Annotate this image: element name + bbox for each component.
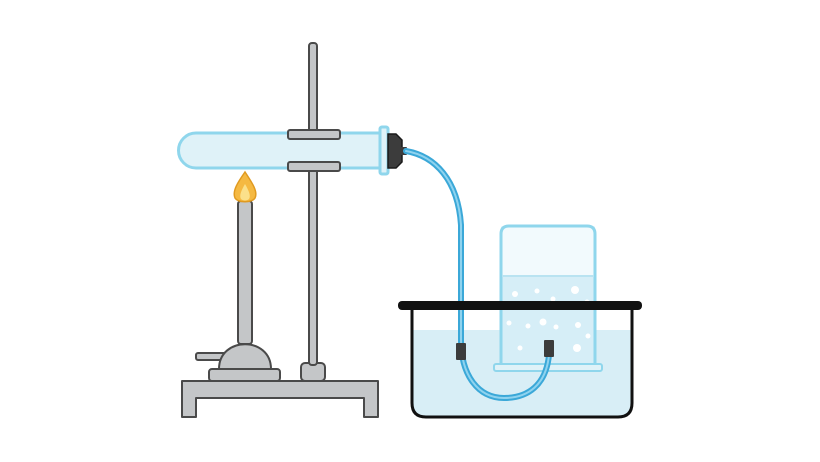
burner-dome [218, 343, 272, 370]
retort-stand [181, 42, 379, 418]
delivery-tube-connector-right [544, 340, 554, 357]
burner-base-plate [208, 368, 281, 382]
clamp [287, 129, 341, 172]
bunsen-burner [195, 200, 281, 382]
gas-jar-gas-space [501, 226, 595, 276]
delivery-tube [403, 148, 554, 402]
retort-stand-base [181, 380, 379, 418]
retort-stand-rod [308, 42, 318, 366]
delivery-tube-highlight [405, 150, 550, 400]
clamp-lower-jaw [287, 161, 341, 172]
trough-body [410, 304, 634, 419]
bubble [585, 333, 591, 339]
flame [233, 170, 257, 203]
bubble [575, 322, 581, 328]
burner-barrel [237, 200, 253, 345]
delivery-tube-connector-left [456, 343, 466, 360]
trough-rim [398, 301, 642, 310]
bubble [525, 323, 531, 329]
bubble [506, 320, 512, 326]
flame-inner [240, 184, 250, 201]
boiling-tube-rim [378, 125, 390, 176]
bubble [553, 324, 559, 330]
clamp-upper-jaw [287, 129, 341, 140]
trough [398, 301, 642, 419]
bubble [517, 345, 523, 351]
bubble [571, 286, 579, 294]
boiling-tube [177, 125, 390, 176]
rubber-stopper [387, 133, 403, 169]
bubble [512, 291, 518, 297]
boiling-tube-body [177, 131, 386, 170]
bubble [539, 318, 547, 326]
bubble [534, 288, 540, 294]
gas-jar-wall [499, 224, 597, 365]
bubble [573, 344, 581, 352]
bubble [550, 296, 556, 302]
gas-bubbles [506, 286, 591, 352]
